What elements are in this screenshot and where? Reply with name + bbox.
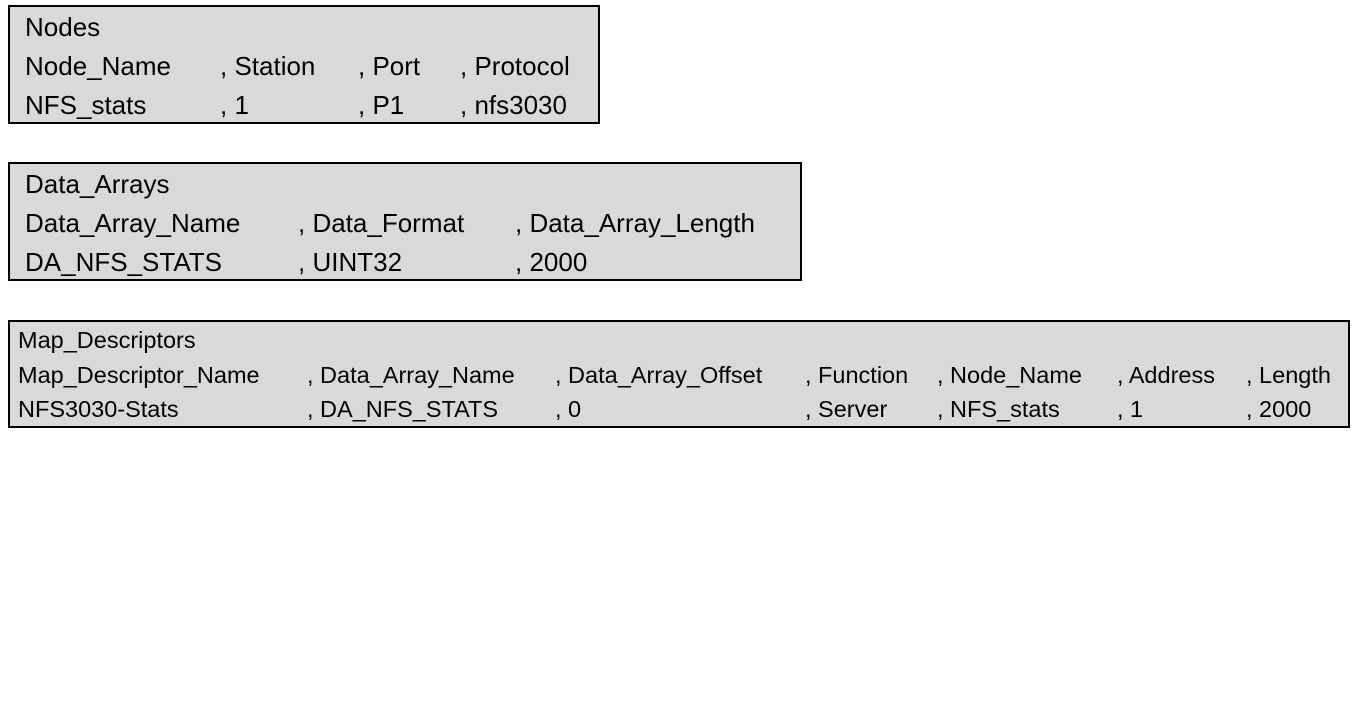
header-data-array-offset: , Data_Array_Offset xyxy=(555,361,763,388)
cell-node-name: NFS_stats xyxy=(25,90,147,120)
header-row: Data_Array_Name , Data_Format , Data_Arr… xyxy=(10,204,800,243)
cell-station: , 1 xyxy=(220,90,249,120)
cell-node-name: , NFS_stats xyxy=(937,396,1060,422)
cell-map-descriptor-name: NFS3030-Stats xyxy=(18,396,179,422)
header-data-array-name: Data_Array_Name xyxy=(25,208,241,238)
cell-data-array-length: , 2000 xyxy=(515,247,588,277)
cell-data-array-name: , DA_NFS_STATS xyxy=(307,396,499,422)
section-title: Data_Arrays xyxy=(10,165,800,204)
header-length: , Length xyxy=(1246,361,1331,388)
header-row: Map_Descriptor_Name , Data_Array_Name , … xyxy=(10,358,1348,393)
header-station: , Station xyxy=(220,51,316,81)
section-title: Nodes xyxy=(10,8,598,47)
data-row: NFS3030-Stats , DA_NFS_STATS , 0 , Serve… xyxy=(10,392,1348,427)
map-descriptors-section: Map_Descriptors Map_Descriptor_Name , Da… xyxy=(8,320,1350,428)
data-row: DA_NFS_STATS , UINT32 , 2000 xyxy=(10,243,800,282)
nodes-section: Nodes Node_Name , Station , Port , Proto… xyxy=(8,5,600,124)
cell-data-format: , UINT32 xyxy=(298,247,403,277)
header-data-array-length: , Data_Array_Length xyxy=(515,208,755,238)
header-data-format: , Data_Format xyxy=(298,208,465,238)
nodes-title: Nodes xyxy=(25,12,101,42)
cell-function: , Server xyxy=(805,396,888,422)
header-port: , Port xyxy=(358,51,421,81)
header-node-name: Node_Name xyxy=(25,51,171,81)
map-descriptors-title: Map_Descriptors xyxy=(18,327,196,353)
header-function: , Function xyxy=(805,361,909,388)
header-node-name: , Node_Name xyxy=(937,361,1082,388)
cell-port: , P1 xyxy=(358,90,405,120)
cell-length: , 2000 xyxy=(1246,396,1312,422)
header-address: , Address xyxy=(1117,361,1215,388)
section-title: Map_Descriptors xyxy=(10,323,1348,358)
header-map-descriptor-name: Map_Descriptor_Name xyxy=(18,361,260,388)
cell-data-array-name: DA_NFS_STATS xyxy=(25,247,222,277)
cell-protocol: , nfs3030 xyxy=(460,90,567,120)
cell-data-array-offset: , 0 xyxy=(555,396,582,422)
header-data-array-name: , Data_Array_Name xyxy=(307,361,515,388)
header-row: Node_Name , Station , Port , Protocol xyxy=(10,47,598,86)
data-row: NFS_stats , 1 , P1 , nfs3030 xyxy=(10,86,598,125)
cell-address: , 1 xyxy=(1117,396,1144,422)
data-arrays-section: Data_Arrays Data_Array_Name , Data_Forma… xyxy=(8,162,802,281)
data-arrays-title: Data_Arrays xyxy=(25,169,170,199)
header-protocol: , Protocol xyxy=(460,51,570,81)
